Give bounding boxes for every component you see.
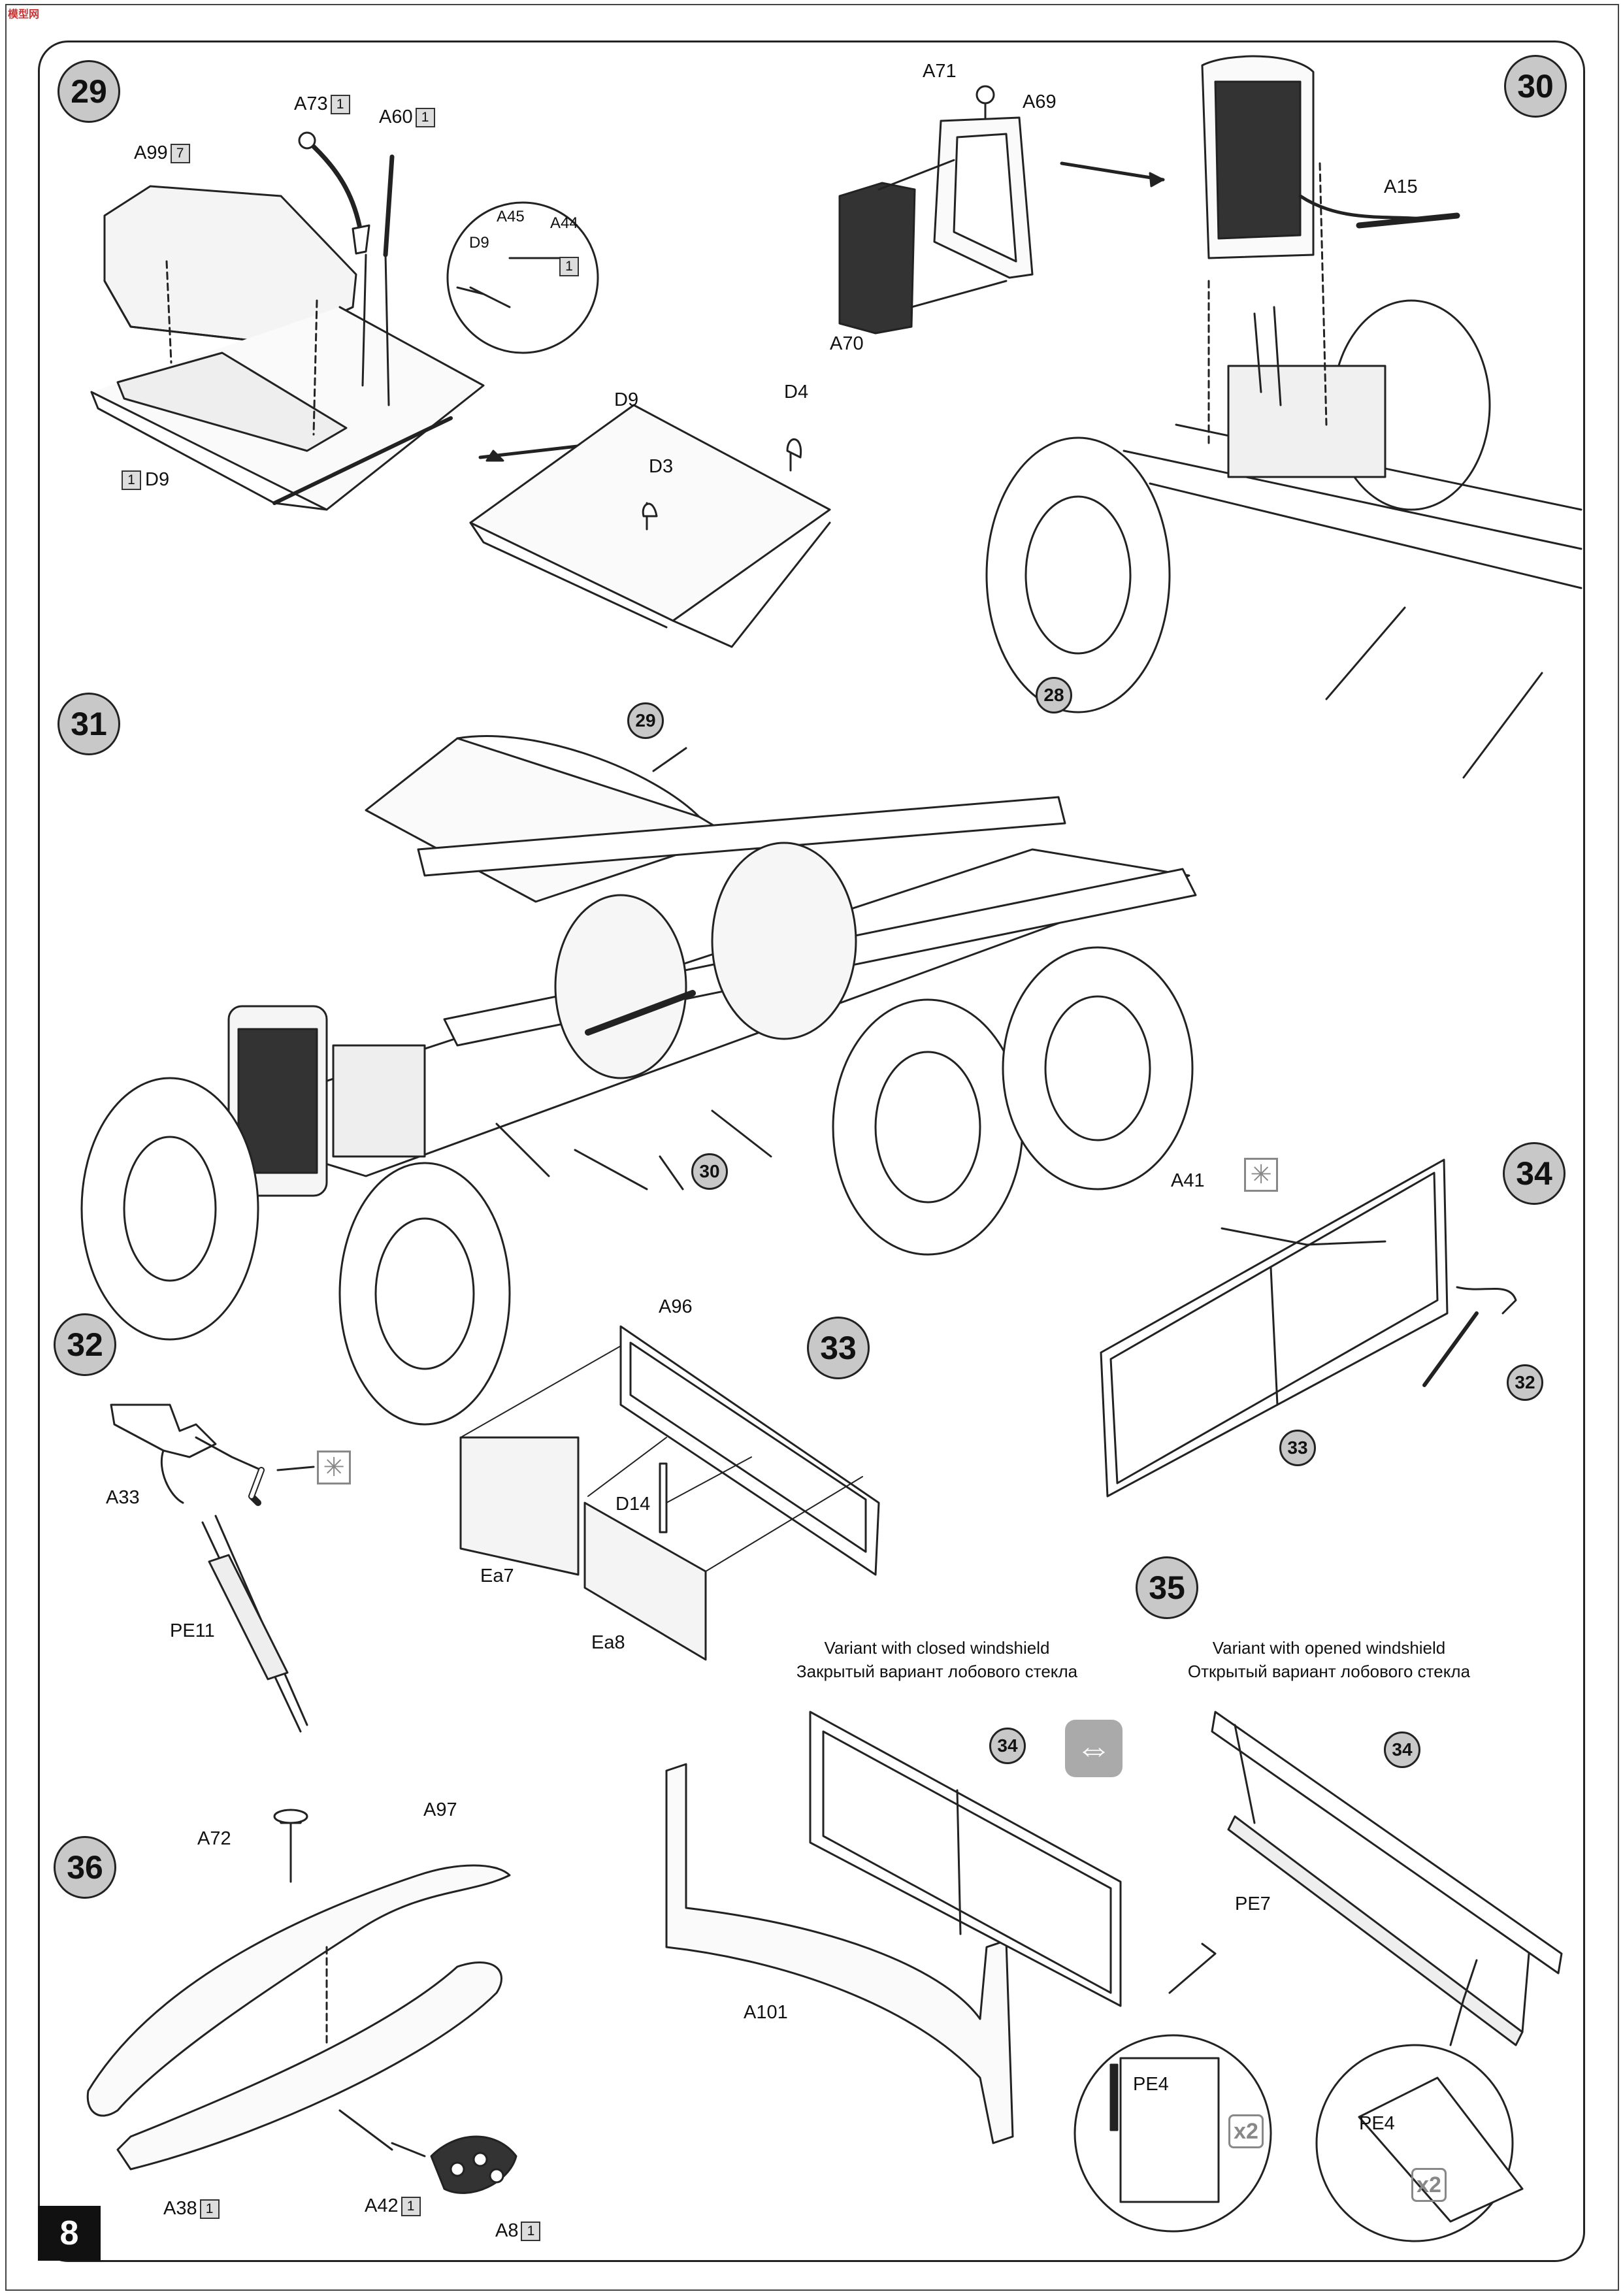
step-number-35: 35 bbox=[1136, 1556, 1198, 1619]
detail-qty: 1 bbox=[557, 257, 579, 277]
part-label-a70: A70 bbox=[830, 333, 864, 354]
step-number-36: 36 bbox=[54, 1836, 116, 1899]
instruction-frame bbox=[38, 41, 1585, 2262]
part-label-a45: A45 bbox=[497, 208, 525, 225]
part-label-a33: A33 bbox=[106, 1487, 140, 1508]
step36-drawing bbox=[86, 1809, 517, 2194]
step-number-31: 31 bbox=[57, 693, 120, 755]
part-label-d14: D14 bbox=[615, 1494, 651, 1515]
cement-icon: ✳ bbox=[1244, 1158, 1278, 1192]
part-label-pe7: PE7 bbox=[1235, 1894, 1271, 1914]
part-label-d4: D4 bbox=[784, 382, 809, 402]
step-number-30: 30 bbox=[1504, 55, 1567, 118]
part-label-ea8: Ea8 bbox=[591, 1632, 625, 1653]
step33-drawing bbox=[459, 1325, 880, 1661]
qty-box: 7 bbox=[170, 144, 190, 164]
part-label-pe4-closed: PE4 bbox=[1133, 2074, 1169, 2095]
page-number: 8 bbox=[38, 2206, 101, 2261]
alternative-option-icon: ⇔ bbox=[1065, 1720, 1123, 1777]
page-border bbox=[5, 4, 1619, 2291]
ref-step-29: 29 bbox=[627, 702, 664, 739]
cement-icon: ✳ bbox=[317, 1451, 351, 1484]
step-number-32: 32 bbox=[54, 1313, 116, 1376]
ref-step-30: 30 bbox=[691, 1153, 728, 1190]
part-label-a97: A97 bbox=[423, 1799, 457, 1820]
step31-drawing bbox=[80, 735, 1197, 1426]
ref-step-28: 28 bbox=[1036, 677, 1072, 713]
part-label-a41: A41 bbox=[1171, 1170, 1205, 1191]
step-number-33: 33 bbox=[807, 1317, 870, 1379]
part-label-pe4-opened: PE4 bbox=[1359, 2113, 1395, 2134]
qty-box: 1 bbox=[199, 2199, 220, 2220]
step34-drawing bbox=[1100, 1158, 1517, 1498]
qty-box: 1 bbox=[415, 108, 435, 128]
step30-drawing bbox=[838, 55, 1582, 779]
quantity-x2-icon: x2 bbox=[1411, 2168, 1447, 2202]
part-label-pe11: PE11 bbox=[170, 1620, 215, 1641]
part-label-ea7: Ea7 bbox=[480, 1566, 514, 1586]
ref-step-32: 32 bbox=[1507, 1364, 1543, 1401]
part-label-a69: A69 bbox=[1023, 91, 1057, 112]
ref-step-33: 33 bbox=[1279, 1430, 1316, 1466]
ref-step-34-opened: 34 bbox=[1384, 1731, 1420, 1768]
quantity-x2-icon: x2 bbox=[1228, 2114, 1264, 2148]
part-label-d3: D3 bbox=[649, 456, 674, 477]
ref-step-34-closed: 34 bbox=[989, 1728, 1026, 1764]
step-number-29: 29 bbox=[57, 60, 120, 123]
part-label-a71: A71 bbox=[923, 61, 957, 82]
part-label-a44: A44 bbox=[550, 214, 578, 232]
part-label-a96: A96 bbox=[659, 1296, 693, 1317]
part-label-a72: A72 bbox=[197, 1828, 231, 1849]
part-label-a15: A15 bbox=[1384, 176, 1418, 197]
qty-box: 1 bbox=[559, 257, 579, 277]
qty-box: 1 bbox=[122, 470, 141, 491]
qty-box: 1 bbox=[401, 2197, 421, 2217]
part-label-d9-panel: D9 bbox=[614, 389, 639, 410]
step29-drawing bbox=[90, 131, 831, 648]
qty-box: 1 bbox=[521, 2222, 541, 2242]
step32-drawing bbox=[110, 1403, 315, 1733]
qty-box: 1 bbox=[330, 95, 350, 115]
part-label-a101: A101 bbox=[744, 2002, 788, 2023]
step35-drawing bbox=[665, 1711, 1563, 2242]
site-logo: 模型网 bbox=[8, 9, 40, 20]
part-label-d9-detail: D9 bbox=[469, 234, 489, 252]
step-number-34: 34 bbox=[1503, 1142, 1566, 1205]
